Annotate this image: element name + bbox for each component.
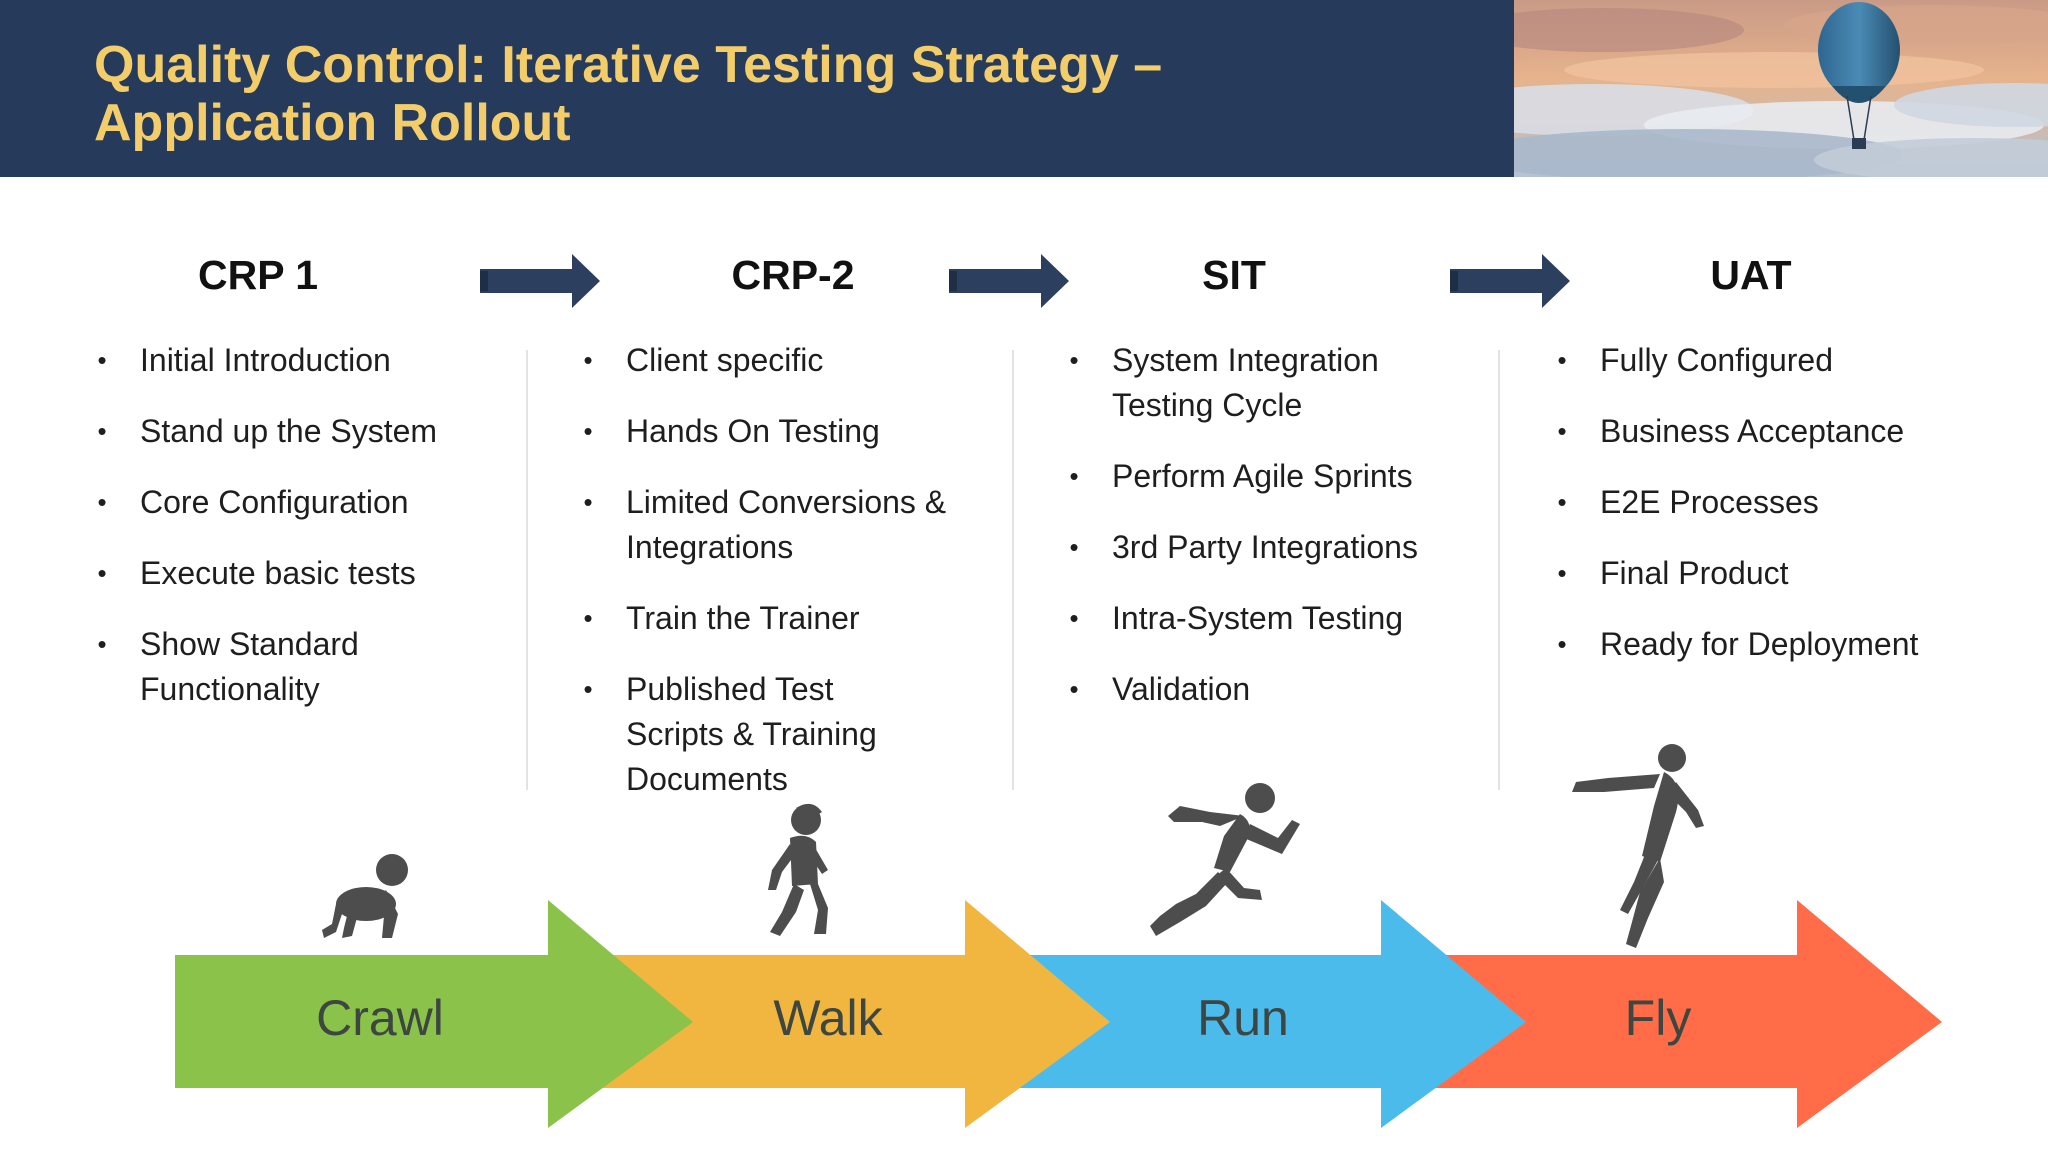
- bullet-icon: •: [1557, 558, 1567, 588]
- list-item-text: Published Test Scripts & Training Docume…: [626, 671, 877, 797]
- list-item: • Limited Conversions & Integrations: [578, 480, 998, 570]
- phase-column-uat: • Fully Configured • Business Acceptance •…: [1552, 338, 2012, 693]
- list-item: • System Integration Testing Cycle: [1064, 338, 1504, 428]
- list-item-text: Perform Agile Sprints: [1112, 458, 1413, 494]
- bullet-list: • Client specific • Hands On Testing • Limi…: [578, 338, 998, 802]
- list-item-text: Train the Trainer: [626, 600, 860, 636]
- list-item: • Initial Introduction: [92, 338, 492, 383]
- list-item: • 3rd Party Integrations: [1064, 525, 1504, 570]
- list-item: • Stand up the System: [92, 409, 492, 454]
- list-item: • Fully Configured: [1552, 338, 2012, 383]
- stage-arrow-bar: [175, 900, 1942, 1128]
- bullet-list: • Initial Introduction • Stand up the Syst…: [92, 338, 492, 712]
- stage-label-run: Run: [1197, 990, 1289, 1046]
- bullet-list: • System Integration Testing Cycle • Perfo…: [1064, 338, 1504, 712]
- bullet-icon: •: [1557, 629, 1567, 659]
- bullet-icon: •: [1557, 487, 1567, 517]
- bullet-icon: •: [583, 416, 593, 446]
- phase-column-crp1: • Initial Introduction • Stand up the Syst…: [92, 338, 492, 738]
- crawling-baby-icon: [322, 854, 408, 938]
- stage-label-fly: Fly: [1624, 990, 1692, 1046]
- list-item: • Train the Trainer: [578, 596, 998, 641]
- list-item-text: Hands On Testing: [626, 413, 880, 449]
- bullet-icon: •: [1069, 603, 1079, 633]
- stage-label-walk: Walk: [773, 990, 883, 1046]
- list-item-text: Final Product: [1600, 555, 1789, 591]
- flying-person-icon: [1572, 744, 1704, 948]
- list-item-text: Client specific: [626, 342, 824, 378]
- bullet-icon: •: [97, 487, 107, 517]
- flow-arrow-icon: [1450, 254, 1570, 308]
- phase-column-crp2: • Client specific • Hands On Testing • Limi…: [578, 338, 998, 828]
- list-item-text: Core Configuration: [140, 484, 409, 520]
- bullet-icon: •: [1557, 416, 1567, 446]
- title-banner: Quality Control: Iterative Testing Strat…: [0, 0, 1514, 177]
- bullet-icon: •: [583, 487, 593, 517]
- phase-heading-crp2: CRP-2: [731, 252, 855, 298]
- list-item-text: Fully Configured: [1600, 342, 1833, 378]
- list-item-text: Limited Conversions & Integrations: [626, 484, 947, 565]
- list-item: • Core Configuration: [92, 480, 492, 525]
- list-item: • Show Standard Functionality: [92, 622, 492, 712]
- list-item: • Validation: [1064, 667, 1504, 712]
- list-item-text: System Integration Testing Cycle: [1112, 342, 1379, 423]
- phase-heading-uat: UAT: [1710, 252, 1792, 298]
- list-item: • Ready for Deployment: [1552, 622, 2012, 667]
- bullet-list: • Fully Configured • Business Acceptance •…: [1552, 338, 2012, 667]
- list-item: • Intra-System Testing: [1064, 596, 1504, 641]
- bullet-icon: •: [1069, 345, 1079, 375]
- bullet-icon: •: [583, 674, 593, 704]
- list-item-text: Execute basic tests: [140, 555, 416, 591]
- stage-arrow-fly: [1400, 900, 1942, 1128]
- running-person-icon: [1150, 783, 1300, 936]
- list-item-text: Business Acceptance: [1600, 413, 1905, 449]
- list-item-text: Ready for Deployment: [1600, 626, 1919, 662]
- bullet-icon: •: [97, 558, 107, 588]
- column-divider: [1012, 350, 1014, 790]
- list-item: • Business Acceptance: [1552, 409, 2012, 454]
- stage-arrow-run: [995, 900, 1526, 1128]
- bullet-icon: •: [97, 416, 107, 446]
- list-item: • Client specific: [578, 338, 998, 383]
- slide-title-line-2: Application Rollout: [94, 94, 571, 152]
- column-divider: [1498, 350, 1500, 790]
- bullet-icon: •: [97, 629, 107, 659]
- list-item: • Execute basic tests: [92, 551, 492, 596]
- list-item: • Final Product: [1552, 551, 2012, 596]
- list-item: • E2E Processes: [1552, 480, 2012, 525]
- list-item: • Hands On Testing: [578, 409, 998, 454]
- bullet-icon: •: [1557, 345, 1567, 375]
- list-item: • Published Test Scripts & Training Docum…: [578, 667, 998, 802]
- bullet-icon: •: [1069, 674, 1079, 704]
- slide-title: Quality Control: Iterative Testing Strat…: [94, 36, 1474, 152]
- flow-arrow-icon: [949, 254, 1069, 308]
- list-item-text: Intra-System Testing: [1112, 600, 1404, 636]
- list-item-text: Stand up the System: [140, 413, 438, 449]
- walking-child-icon: [768, 803, 828, 936]
- bullet-icon: •: [97, 345, 107, 375]
- bullet-icon: •: [583, 603, 593, 633]
- phase-heading-sit: SIT: [1202, 252, 1266, 298]
- stage-arrow-crawl: [175, 900, 693, 1128]
- list-item-text: E2E Processes: [1600, 484, 1819, 520]
- bullet-icon: •: [1069, 461, 1079, 491]
- slide-title-line-1: Quality Control: Iterative Testing Strat…: [94, 36, 1163, 94]
- stage-label-crawl: Crawl: [316, 990, 444, 1046]
- list-item-text: 3rd Party Integrations: [1112, 529, 1418, 565]
- list-item: • Perform Agile Sprints: [1064, 454, 1504, 499]
- list-item-text: Validation: [1112, 671, 1251, 707]
- stage-arrow-walk: [580, 900, 1110, 1128]
- hot-air-balloon-icon: [1514, 0, 2048, 177]
- bullet-icon: •: [583, 345, 593, 375]
- phase-column-sit: • System Integration Testing Cycle • Perfo…: [1064, 338, 1504, 738]
- list-item-text: Initial Introduction: [140, 342, 391, 378]
- column-divider: [526, 350, 528, 790]
- phase-heading-crp1: CRP 1: [197, 252, 319, 298]
- list-item-text: Show Standard Functionality: [140, 626, 359, 707]
- bullet-icon: •: [1069, 532, 1079, 562]
- flow-arrow-icon: [480, 254, 600, 308]
